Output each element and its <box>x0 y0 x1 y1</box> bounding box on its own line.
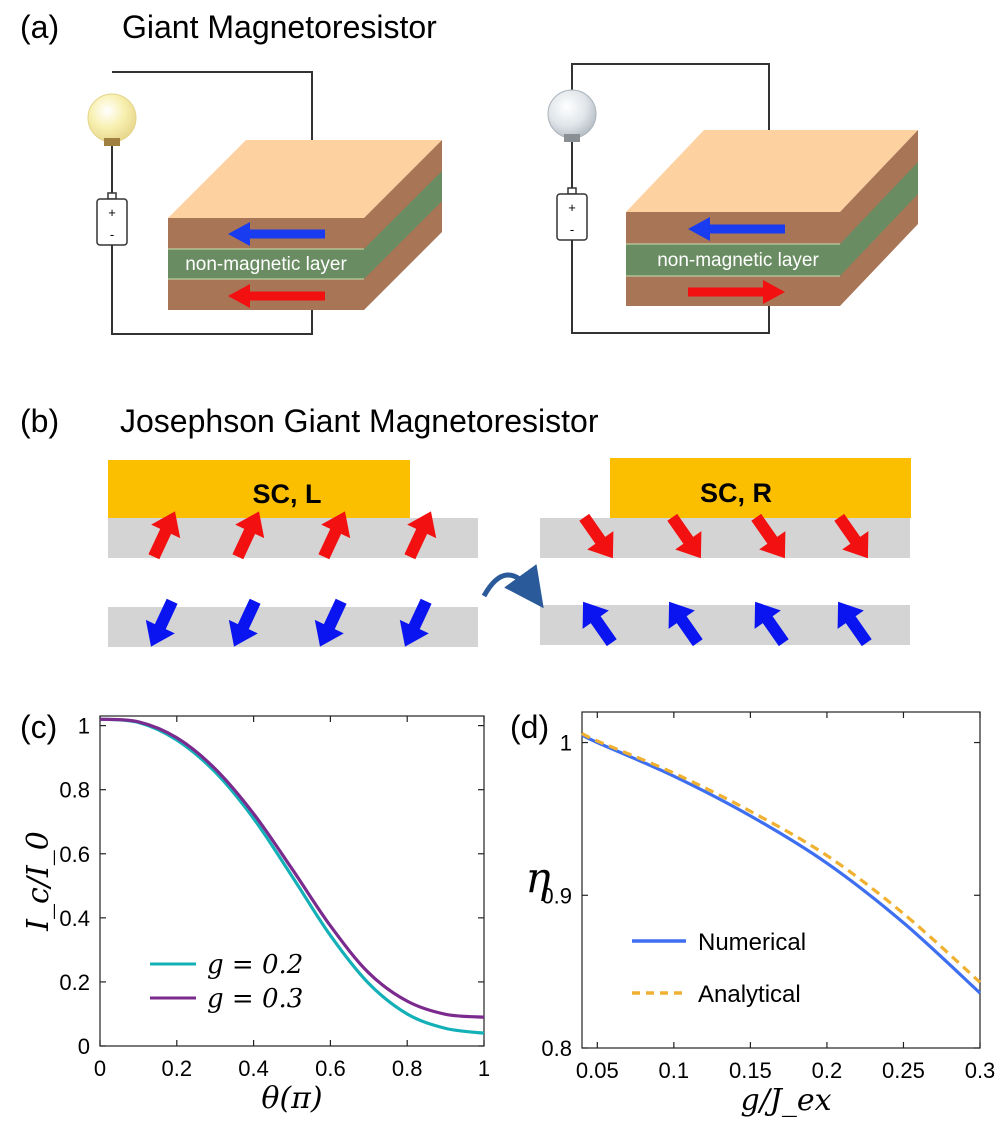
legend-label-numerical: Numerical <box>698 929 806 956</box>
y-tick-label: 1 <box>560 731 572 756</box>
y-tick-label: 0 <box>78 1034 90 1059</box>
spin-rotated-top-right-arrow-2 <box>667 513 702 559</box>
series-line-1 <box>99 717 485 1035</box>
sc-right-label: SC, R <box>700 478 772 508</box>
chart-d-legend: Numerical Analytical <box>632 929 806 1008</box>
panel-a: (a) Giant Magnetoresistor + - <box>20 9 918 335</box>
spin-rotated-bottom-right-arrow-4 <box>837 601 872 647</box>
y-tick-label: 0.2 <box>59 970 90 995</box>
gmr-device-antiparallel: + - non-magnetic layer <box>547 63 918 334</box>
panel-b-title: Josephson Giant Magnetoresistor <box>120 403 599 439</box>
non-magnetic-layer-label: non-magnetic layer <box>185 254 347 275</box>
spin-rotated-top-right-arrow-4 <box>834 513 869 559</box>
spin-down-left-arrow-1 <box>145 598 178 647</box>
panel-b: (b) Josephson Giant Magnetoresistor SC, … <box>20 403 911 647</box>
magnetization-arrow-bottom-right <box>688 280 785 304</box>
x-tick-label: 0.1 <box>659 1058 690 1083</box>
slab-spacer-side <box>364 171 442 279</box>
chart-c-series <box>99 717 485 1035</box>
circuit-wire-bottom <box>111 245 313 335</box>
y-tick-label: 0.9 <box>541 883 572 908</box>
y-tick-label: 0.8 <box>541 1036 572 1061</box>
x-tick-label: 0.4 <box>238 1056 269 1081</box>
gmr-device-parallel: + - non-magnetic layer <box>87 71 442 335</box>
x-tick-label: 0.8 <box>392 1056 423 1081</box>
chart-c-ylabel: I_c/I_0 <box>21 831 56 932</box>
non-magnetic-layer-label-right: non-magnetic layer <box>657 250 819 271</box>
x-tick-label: 0.2 <box>162 1056 193 1081</box>
slab-spacer-side-right <box>840 162 918 276</box>
y-tick-label: 0.4 <box>59 906 90 931</box>
spin-up-left-arrow-3 <box>318 511 351 560</box>
slab-top-face-right <box>626 130 918 212</box>
chart-c-plot-area <box>99 715 485 1047</box>
rotation-arrow-icon <box>481 564 544 609</box>
legend-label-analytical: Analytical <box>698 981 801 1008</box>
series-line-2 <box>581 731 982 984</box>
legend-label-g03: g = 0.3 <box>207 984 303 1014</box>
y-tick-label: 0.6 <box>59 842 90 867</box>
spin-rotated-bottom-right-arrow-1 <box>582 601 617 647</box>
battery-minus-right: - <box>570 222 574 237</box>
chart-c-ticks: 0 0.2 0.4 0.6 0.8 1 0 0.2 0.4 0.6 0.8 1 <box>59 714 490 1081</box>
panel-d-label: (d) <box>510 709 549 745</box>
panel-a-title: Giant Magnetoresistor <box>122 9 437 45</box>
y-tick-label: 1 <box>78 714 90 739</box>
slab-spacer-front-right <box>626 244 840 276</box>
y-tick-label: 0.8 <box>59 778 90 803</box>
spin-rotated-bottom-right-arrow-3 <box>754 601 789 647</box>
slab-spacer-front <box>168 249 364 279</box>
chart-d-ticks: 0.05 0.1 0.15 0.2 0.25 0.3 0.8 0.9 1 <box>541 712 995 1083</box>
magnetization-arrow-bottom-left <box>228 284 325 308</box>
battery-icon-right: + - <box>556 187 588 241</box>
spin-rotated-bottom-right-arrow-2 <box>668 601 703 647</box>
circuit-wire-bottom-right <box>571 240 770 334</box>
sc-left-label: SC, L <box>252 479 321 509</box>
spin-arrows <box>145 511 872 647</box>
x-tick-label: 0.25 <box>882 1058 925 1083</box>
x-tick-label: 0.3 <box>965 1058 996 1083</box>
spin-up-left-arrow-4 <box>404 511 437 560</box>
battery-plus: + <box>108 205 116 220</box>
spin-up-left-arrow-2 <box>232 511 265 560</box>
chart-d-ylabel: η <box>525 853 550 902</box>
spin-down-left-arrow-4 <box>399 598 432 647</box>
magnetization-arrow-top-right <box>688 217 785 241</box>
panel-c-label: (c) <box>20 709 57 745</box>
battery-icon: + - <box>96 192 128 246</box>
spin-rotated-top-right-arrow-1 <box>579 513 614 559</box>
chart-d-series <box>581 731 982 995</box>
panel-b-label: (b) <box>20 403 59 439</box>
x-tick-label: 0 <box>94 1056 106 1081</box>
battery-plus-right: + <box>568 200 576 215</box>
slab-top-face <box>168 140 442 218</box>
panel-a-label: (a) <box>20 9 59 45</box>
spin-up-left-arrow-1 <box>148 511 181 560</box>
light-bulb-on-icon <box>87 93 137 146</box>
x-tick-label: 0.05 <box>576 1058 619 1083</box>
circuit-wire-top <box>112 71 313 168</box>
x-tick-label: 0.2 <box>812 1058 843 1083</box>
x-tick-label: 0.15 <box>729 1058 772 1083</box>
superconductor-right <box>610 458 911 518</box>
chart-c: (c) 0 0.2 0.4 0.6 0.8 1 0 0.2 0.4 0.6 0.8 1 θ(π) I_… <box>20 709 490 1116</box>
chart-d-xlabel: g/J_ex <box>740 1083 831 1118</box>
x-tick-label: 0.6 <box>315 1056 346 1081</box>
series-line-2 <box>99 717 485 1019</box>
spin-down-left-arrow-2 <box>228 598 261 647</box>
battery-minus: - <box>110 227 114 242</box>
spin-rotated-top-right-arrow-3 <box>751 513 786 559</box>
magnetization-arrow-top-left <box>228 222 325 246</box>
spin-down-left-arrow-3 <box>314 598 347 647</box>
light-bulb-off-icon <box>547 89 597 142</box>
chart-c-legend: g = 0.2 g = 0.3 <box>150 950 303 1014</box>
legend-label-g02: g = 0.2 <box>207 950 303 980</box>
x-tick-label: 1 <box>478 1056 490 1081</box>
superconductor-left <box>108 460 410 518</box>
chart-c-xlabel: θ(π) <box>261 1081 322 1116</box>
